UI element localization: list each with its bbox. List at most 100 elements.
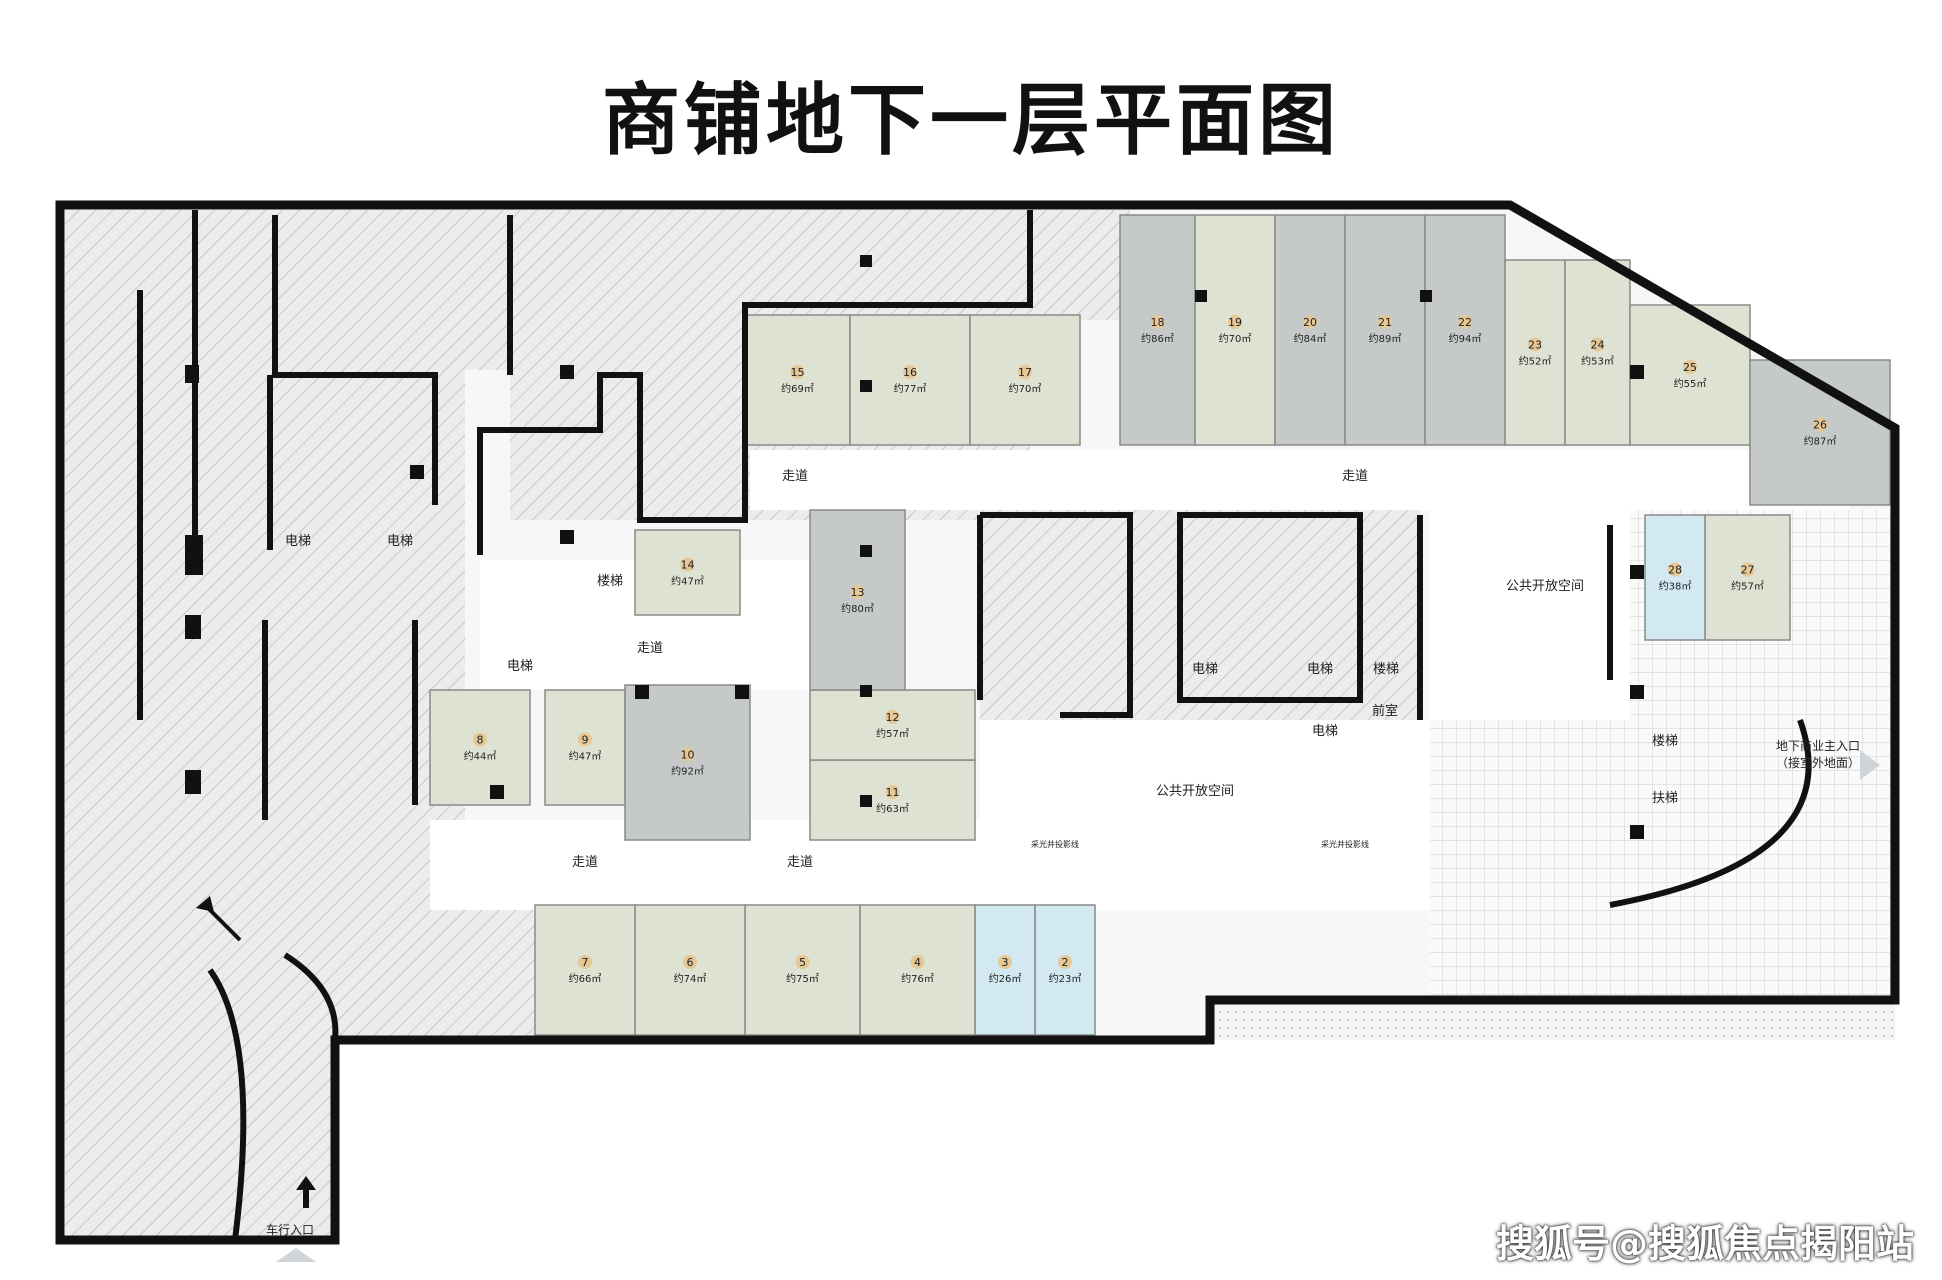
outdoor-paving-lower [1210,1000,1895,1040]
unit-number: 16 [903,366,917,379]
corridor-label: 走道 [637,641,663,656]
shop-unit-23: 23 约52㎡ [1504,259,1566,446]
unit-number: 24 [1591,339,1605,352]
unit-number: 4 [914,956,921,969]
unit-area: 约84㎡ [1294,332,1327,345]
unit-number: 5 [799,956,806,969]
unit-area: 约47㎡ [569,750,602,763]
unit-number: 17 [1018,366,1032,379]
unit-number: 8 [477,734,484,747]
unit-badge [1058,955,1072,969]
shop-fill [534,904,636,1036]
arrow-main-entrance [1860,750,1880,780]
unit-number: 28 [1668,564,1682,577]
shop-fill [1119,214,1196,446]
page-title: 商铺地下一层平面图 [601,76,1340,166]
elevator-label: 电梯 [1312,724,1338,739]
main-entrance-line1-label: 地下商业主入口 [1776,738,1860,753]
shop-unit-8: 8 约44㎡ [429,689,531,806]
shop-unit-19: 19 约70㎡ [1194,214,1276,446]
corridor-label: 走道 [787,855,813,870]
unit-badge [1018,365,1032,379]
unit-badge [1150,315,1165,329]
shop-fill [744,314,851,446]
unit-badge [1740,562,1755,577]
skylight-label: 采光井投影线 [1321,839,1369,849]
lobby-label: 前室 [1372,703,1398,719]
shop-fill [1194,214,1276,446]
shop-fill [1644,514,1706,641]
shop-fill [974,904,1036,1036]
stairs-label: 楼梯 [597,574,623,589]
corridor-label: 走道 [1342,469,1368,484]
unit-area: 约75㎡ [786,972,819,985]
shop-unit-9: 9 约47㎡ [544,689,626,806]
shop-fill [744,904,861,1036]
shop-fill [1629,304,1751,446]
unit-area: 约80㎡ [841,602,874,615]
unit-number: 25 [1683,361,1697,374]
public-space-center [980,720,1430,910]
unit-area: 约86㎡ [1141,332,1174,345]
unit-area: 约52㎡ [1519,355,1552,368]
unit-badge [885,710,900,724]
watermark: 搜狐号@搜狐焦点揭阳站 [1495,1222,1914,1266]
unit-area: 约70㎡ [1219,332,1252,345]
unit-area: 约44㎡ [464,750,497,763]
elevator-label: 电梯 [1192,662,1218,677]
unit-area: 约38㎡ [1659,580,1692,593]
shop-fill [1274,214,1346,446]
unit-number: 23 [1528,339,1542,352]
unit-area: 约76㎡ [901,972,934,985]
unit-area: 约94㎡ [1449,332,1482,345]
unit-badge [1590,337,1605,352]
shop-fill [1564,259,1631,446]
shop-fill [429,689,531,806]
corridor-top [750,450,1850,510]
shop-fill [634,529,741,616]
unit-badge [998,955,1012,969]
unit-area: 约92㎡ [671,765,704,778]
shop-fill [809,509,906,691]
main-entrance-line2-label: （接室外地面） [1776,755,1860,770]
unit-area: 约53㎡ [1581,355,1614,368]
shop-unit-13: 13 约80㎡ [809,509,906,691]
unit-badge [578,732,592,747]
unit-number: 26 [1813,419,1827,432]
shop-unit-18: 18 约86㎡ [1119,214,1196,446]
unit-area: 约55㎡ [1674,377,1707,390]
storage-area-c [1020,210,1130,320]
unit-badge [473,732,487,747]
unit-number: 11 [886,786,900,799]
core-area-c [1360,510,1420,720]
arrow-car-entrance [296,1176,316,1208]
core-area-a [980,510,1180,720]
unit-badge [1668,562,1682,577]
public-space-east [1430,510,1630,720]
unit-number: 19 [1228,316,1242,329]
unit-number: 9 [582,734,589,747]
unit-badge [910,955,925,969]
unit-badge [1378,315,1392,329]
stairs-label: 楼梯 [1652,734,1678,749]
corridor-label: 走道 [782,469,808,484]
unit-area: 约66㎡ [569,972,602,985]
unit-area: 约77㎡ [894,382,927,395]
shop-fill [809,689,976,761]
unit-number: 18 [1151,316,1165,329]
unit-number: 3 [1002,956,1009,969]
unit-badge [850,585,865,599]
unit-number: 6 [687,956,694,969]
elevator-label: 电梯 [387,534,413,549]
car-entrance-label: 车行入口 [266,1222,314,1237]
unit-number: 13 [851,586,865,599]
shop-fill [634,904,746,1036]
unit-badge [795,955,810,969]
